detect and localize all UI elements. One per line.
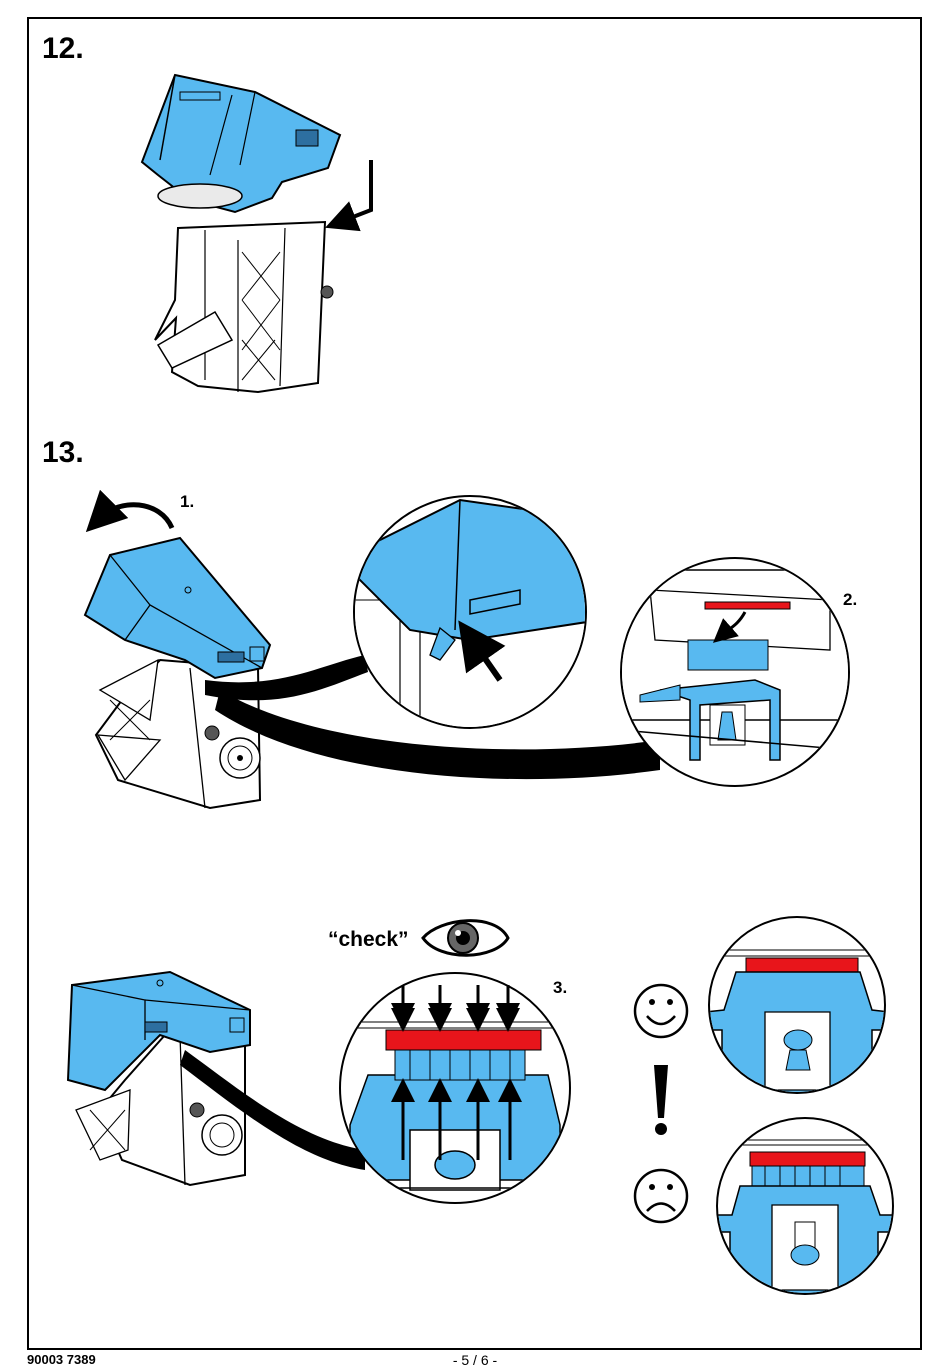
step13-illustration-check bbox=[68, 972, 365, 1185]
sad-face-icon bbox=[635, 1170, 687, 1222]
zoom-circle-correct bbox=[705, 917, 890, 1100]
page-number: - 5 / 6 - bbox=[0, 1352, 950, 1368]
happy-face-icon bbox=[635, 985, 687, 1037]
exclamation-icon bbox=[654, 1065, 668, 1135]
zoom-circle-check bbox=[335, 973, 575, 1203]
eye-icon bbox=[423, 921, 508, 956]
zoom-circle-tab bbox=[340, 496, 610, 760]
zoom-circle-incorrect bbox=[715, 1118, 898, 1300]
zoom-circle-latch bbox=[620, 558, 850, 786]
step12-illustration bbox=[142, 75, 371, 392]
